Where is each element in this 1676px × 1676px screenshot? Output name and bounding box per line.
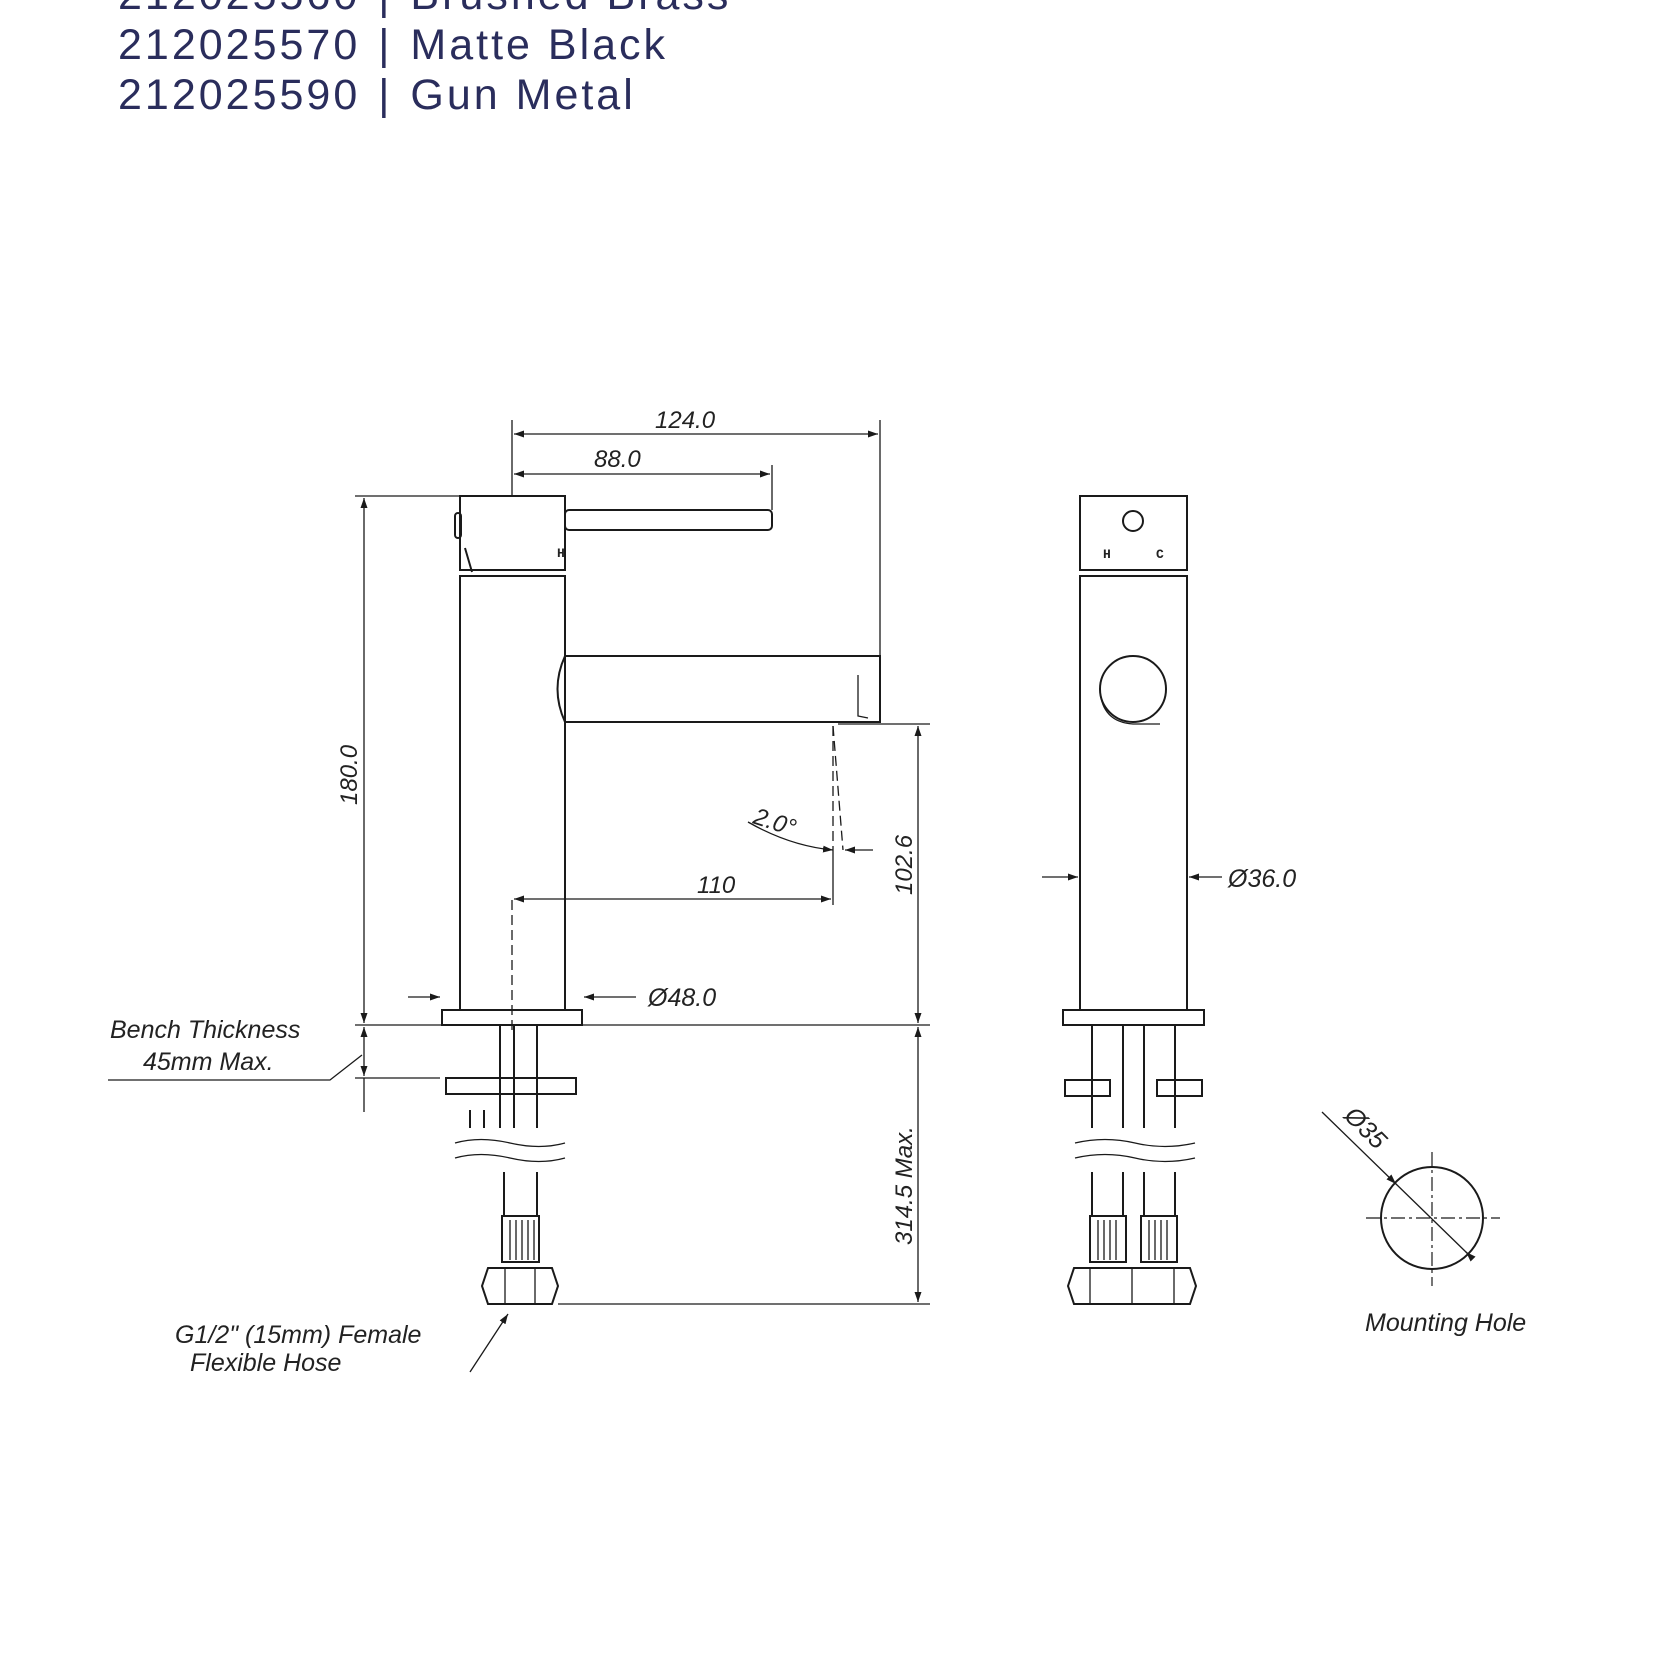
- tap-body: [459, 575, 566, 1011]
- mounting-hole-circle: [1380, 1166, 1484, 1270]
- hose-nuts-front: [1066, 1267, 1198, 1305]
- separator: |: [378, 71, 393, 119]
- height-label: 180.0: [336, 744, 363, 805]
- handle-block-front: [1079, 495, 1188, 571]
- backnut-left: [1064, 1079, 1111, 1097]
- front-view: H C Ø36.0: [1042, 495, 1296, 1305]
- break-line: [454, 1138, 566, 1148]
- spout: [556, 655, 881, 723]
- nut-facets: [504, 1268, 536, 1304]
- bench-thickness-max-label: 45mm Max.: [143, 1048, 274, 1076]
- hose-nut: [480, 1267, 560, 1305]
- handle-block: [459, 495, 566, 571]
- spout-flow-line: [832, 725, 844, 851]
- finish-name: Matte Black: [410, 21, 669, 69]
- leader-line: [108, 1054, 363, 1081]
- spout-projection-label: 110: [697, 872, 736, 899]
- stud-and-hose: [499, 1025, 538, 1128]
- tap-body-front: [1079, 575, 1188, 1011]
- side-view: H: [441, 495, 881, 1305]
- base-flange-front: [1062, 1009, 1205, 1026]
- spout-aerator: [857, 675, 869, 719]
- spout-angle-label: 2.0°: [749, 803, 800, 842]
- indicator-hole: [1122, 510, 1144, 532]
- separator: |: [360, 0, 410, 19]
- break-line: [454, 1153, 566, 1163]
- hose-length-label: 314.5 Max.: [891, 1126, 918, 1245]
- product-code-list: 212025560|Brushed Brass 212025570|Matte …: [118, 0, 731, 120]
- diameter-arrow: [1386, 1174, 1397, 1185]
- hoses-front: [1091, 1025, 1176, 1128]
- product-code: 212025590: [118, 71, 361, 119]
- angle-arc: [747, 821, 834, 853]
- hose-lower: [503, 1172, 538, 1216]
- diameter-arrow: [1465, 1251, 1476, 1262]
- ferrule-knurl: [1097, 1220, 1168, 1260]
- product-code: 212025560: [118, 0, 360, 19]
- backnut-right: [1156, 1079, 1203, 1097]
- mounting-hole-label: Mounting Hole: [1365, 1309, 1526, 1337]
- spout-outlet-front: [1099, 655, 1167, 723]
- product-code: 212025570: [118, 21, 361, 69]
- handle-chamfer: [464, 547, 473, 573]
- extension-line: [582, 723, 930, 1026]
- finish-name: Brushed Brass: [410, 0, 731, 19]
- mounting-hole-detail: Ø35 Mounting Hole: [1321, 1101, 1526, 1337]
- hot-mark: H: [557, 546, 565, 561]
- extension-line: [355, 495, 460, 1026]
- ferrule-right: [1140, 1215, 1178, 1263]
- product-code-row: 212025570 | Matte Black: [118, 20, 731, 70]
- ferrule-knurl: [509, 1220, 535, 1260]
- ferrule-left: [1089, 1215, 1127, 1263]
- hose-ferrule: [501, 1215, 540, 1263]
- centre-lines: [1366, 1152, 1500, 1286]
- break-line: [1074, 1153, 1196, 1163]
- hot-mark-front: H: [1103, 547, 1111, 562]
- handle-knob: [454, 512, 462, 539]
- spout-shadow: [1099, 689, 1160, 725]
- leader-arrow: [469, 1313, 509, 1373]
- product-code-row: 212025590 | Gun Metal: [118, 70, 731, 120]
- nut-facets: [1089, 1268, 1175, 1304]
- break-line: [1074, 1138, 1196, 1148]
- cold-mark-front: C: [1156, 547, 1164, 562]
- side-view-dimensions: 124.0 88.0 180.0 102.6 2.0° 110: [108, 407, 930, 1377]
- hose-tail: [469, 1110, 485, 1128]
- hose-spec-label: G1/2" (15mm) Female: [175, 1321, 421, 1349]
- backnut-plate: [445, 1077, 577, 1095]
- body-diameter-label: Ø36.0: [1227, 865, 1296, 893]
- bench-thickness-label: Bench Thickness: [110, 1016, 300, 1044]
- finish-name: Gun Metal: [410, 71, 636, 119]
- overall-reach-label: 124.0: [655, 407, 716, 434]
- hoses-front-lower: [1091, 1172, 1176, 1216]
- mounting-hole-diameter-label: Ø35: [1338, 1101, 1392, 1155]
- spout-clearance-label: 102.6: [891, 834, 918, 895]
- separator: |: [378, 21, 393, 69]
- handle-reach-label: 88.0: [594, 446, 641, 473]
- base-diameter-label: Ø48.0: [647, 984, 716, 1012]
- hose-type-label: Flexible Hose: [190, 1349, 341, 1377]
- extension-line: [511, 420, 881, 656]
- lever: [564, 509, 773, 531]
- product-code-row: 212025560|Brushed Brass: [118, 0, 731, 20]
